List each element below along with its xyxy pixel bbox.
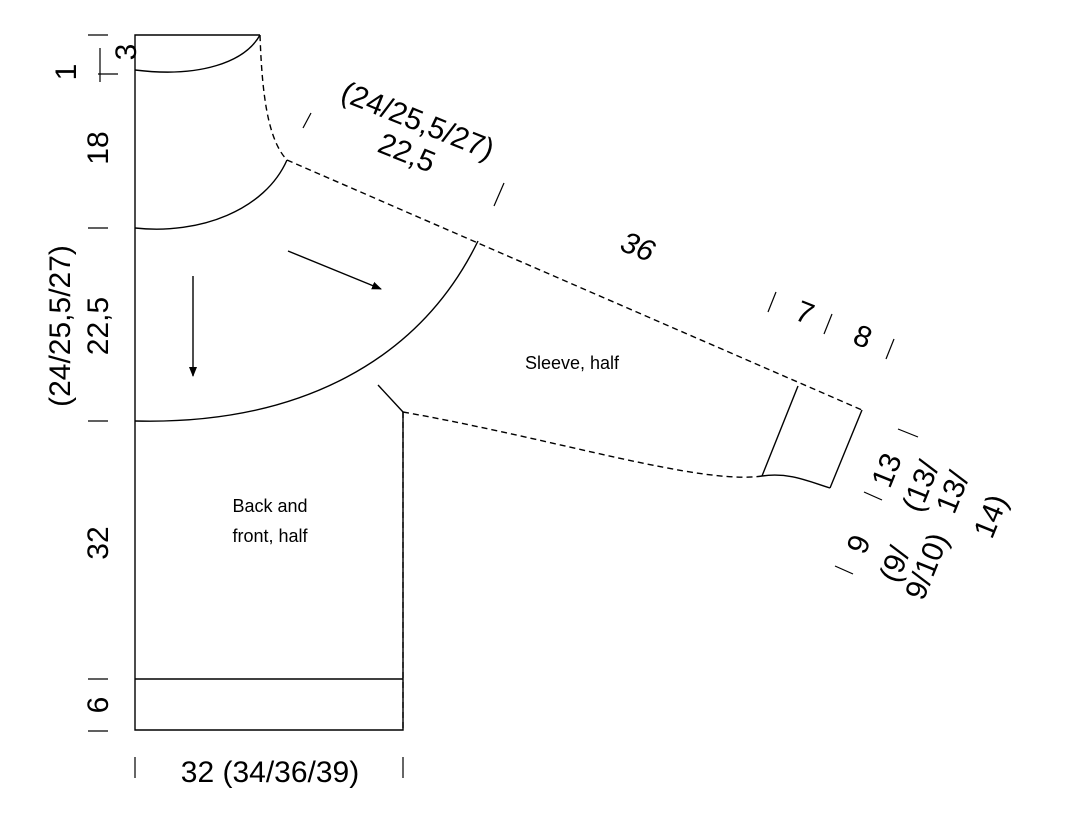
- sleeve-label: Sleeve, half: [525, 353, 620, 373]
- knit-direction-arrow-diagonal: [287, 250, 382, 290]
- dim-yoke-18: 18: [82, 131, 115, 164]
- dim-wrist-d: 14): [968, 490, 1015, 543]
- sleeve-bottom-dashed: [402, 411, 763, 478]
- cuff-bottom: [761, 474, 831, 489]
- dim-sleeve-length: 36: [616, 226, 660, 269]
- body-outline: [134, 34, 404, 731]
- sleeve-top-dashed: [286, 159, 863, 411]
- dim-cuff-7: 7: [791, 295, 819, 332]
- cuff-end-line: [829, 409, 863, 489]
- cuff-fold-line: [761, 385, 799, 477]
- underarm-slant: [377, 384, 404, 413]
- raglan-dashed-line: [259, 34, 288, 161]
- dim-body-32: 32: [82, 526, 115, 559]
- dim-neck-3: 3: [110, 44, 143, 61]
- dim-cuff-8: 8: [849, 319, 877, 356]
- neck-curve: [134, 34, 261, 73]
- dimension-ticks: [88, 34, 919, 778]
- dim-bottom-width: 32 (34/36/39): [181, 756, 359, 789]
- dim-wrist-a: 13: [866, 449, 909, 492]
- sleeve-piece: [286, 159, 863, 489]
- dim-ribbing-6: 6: [82, 697, 115, 714]
- dim-cuffw-a: 9: [841, 531, 878, 559]
- body-label-line2: front, half: [232, 526, 308, 546]
- dim-armhole-line2: 22,5: [82, 297, 115, 355]
- body-armhole-curve: [134, 240, 479, 422]
- body-yoke-curve: [134, 159, 288, 230]
- body-label-line1: Back and: [232, 496, 307, 516]
- dim-neck-1: 1: [50, 64, 83, 81]
- body-piece: [134, 34, 479, 731]
- dim-armhole-line1: (24/25,5/27): [44, 245, 77, 407]
